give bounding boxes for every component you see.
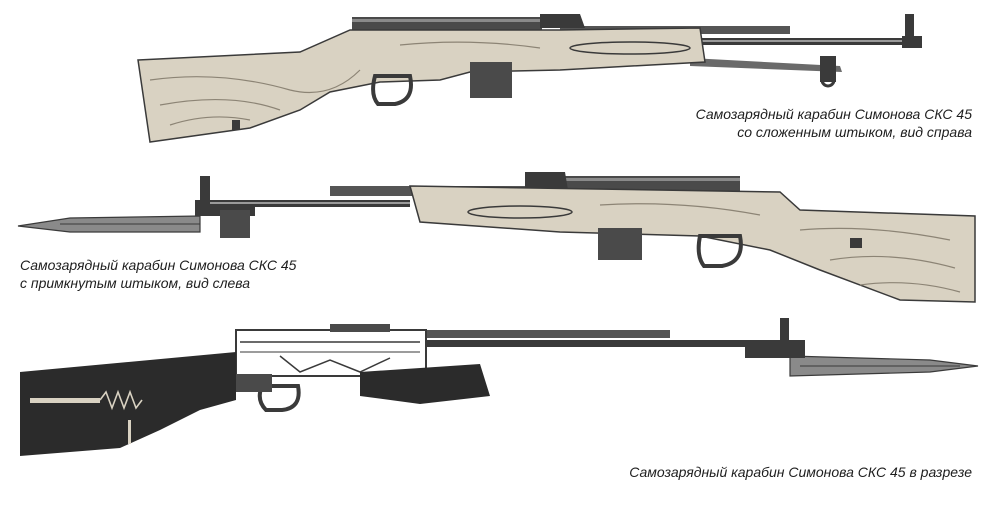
magazine: [236, 374, 272, 392]
caption-line: Самозарядный карабин Симонова СКС 45: [20, 257, 297, 273]
front-sight: [200, 176, 210, 206]
rifle-left-view-attached-bayonet: [17, 172, 976, 303]
barrel: [420, 340, 750, 347]
rifle-cutaway-view: [20, 318, 979, 456]
front-sight: [780, 318, 789, 348]
caption-cutaway: Самозарядный карабин Симонова СКС 45 в р…: [629, 463, 972, 481]
trigger-guard: [371, 74, 413, 106]
receiver-cutaway: [235, 329, 427, 377]
wooden-stock: [409, 185, 976, 303]
caption-line: со сложенным штыком, вид справа: [737, 124, 972, 140]
rear-sight: [540, 14, 585, 28]
caption-left-view: Самозарядный карабин Симонова СКС 45 с п…: [20, 256, 296, 292]
caption-line: с примкнутым штыком, вид слева: [20, 275, 251, 291]
caption-line: Самозарядный карабин Симонова СКС 45 в р…: [629, 464, 972, 480]
rear-sight: [525, 172, 568, 190]
magazine: [470, 62, 512, 98]
recoil-spring: [99, 389, 143, 411]
cutaway-stock: [20, 352, 236, 456]
rifle-right-view-folded-bayonet: [137, 14, 922, 143]
caption-right-view: Самозарядный карабин Симонова СКС 45 со …: [696, 105, 972, 141]
trigger-guard: [257, 384, 301, 412]
caption-line: Самозарядный карабин Симонова СКС 45: [695, 106, 972, 122]
wooden-stock: [137, 27, 706, 143]
front-sight: [905, 14, 914, 42]
folded-bayonet: [690, 58, 842, 72]
trigger-guard: [696, 234, 743, 268]
magazine: [598, 228, 642, 260]
gas-tube: [420, 330, 670, 338]
